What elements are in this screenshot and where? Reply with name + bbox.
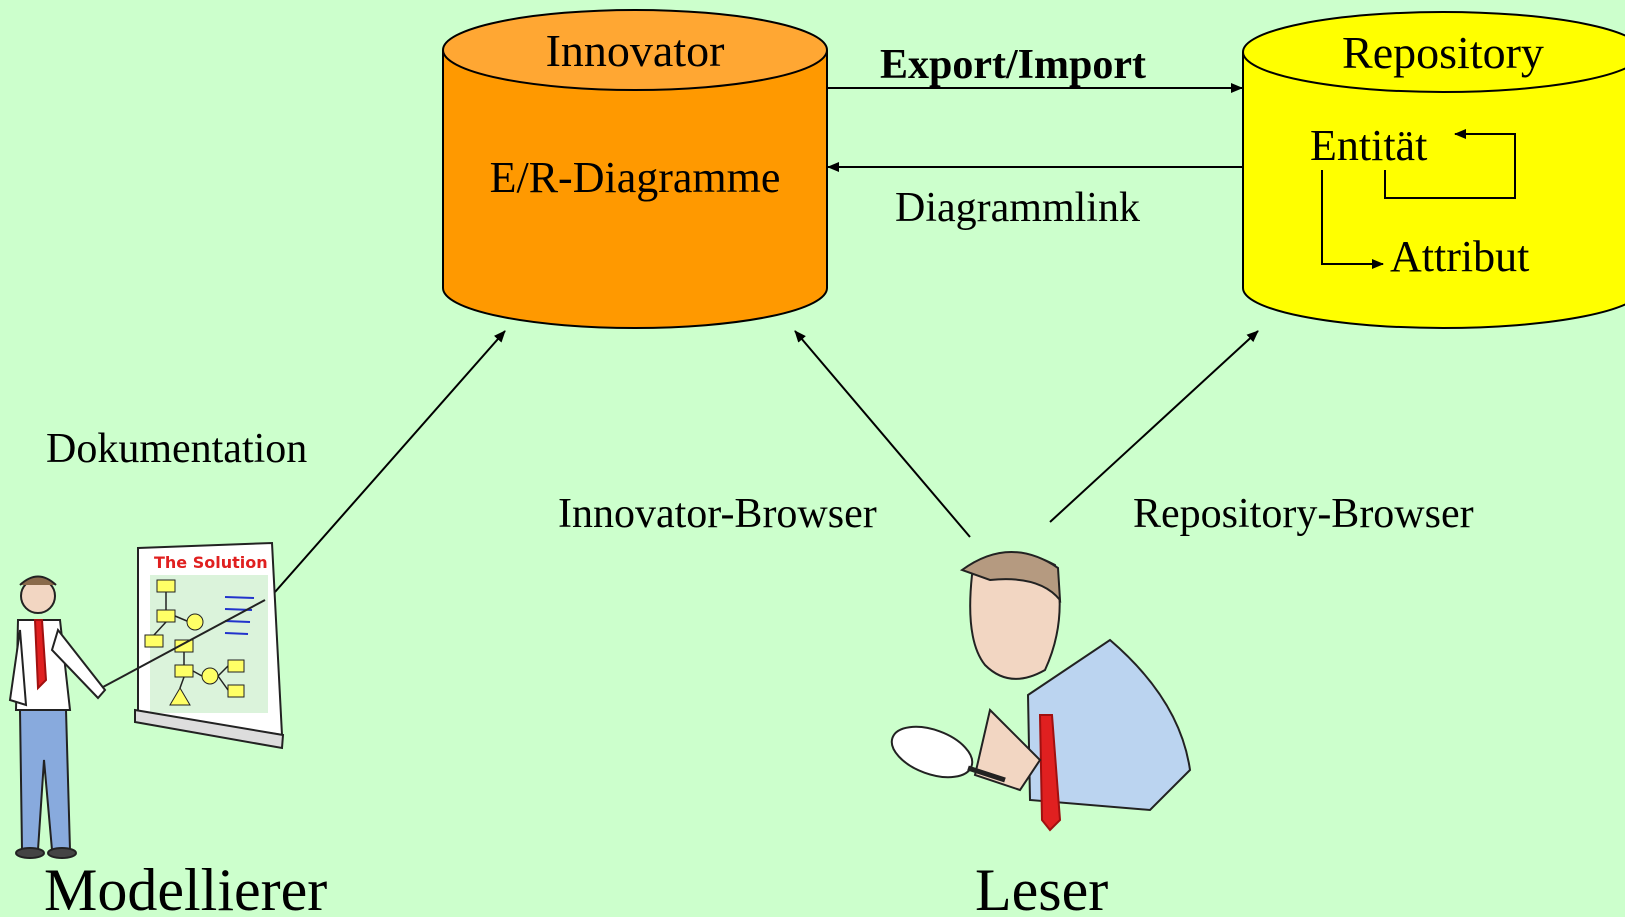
innovator-title: Innovator: [545, 25, 725, 76]
innovator-content: E/R-Diagramme: [489, 153, 781, 202]
documentation-arrow: [274, 330, 506, 593]
modeler-label: Modellierer: [44, 857, 328, 917]
modeler-figure: [8, 575, 107, 859]
repository-browser-label: Repository-Browser: [1133, 491, 1474, 537]
repository-attribute: Attribut: [1390, 232, 1530, 281]
repository-entity: Entität: [1310, 121, 1428, 170]
repository-browser-arrow: [1049, 330, 1259, 523]
repository-cylinder: [1242, 11, 1625, 329]
documentation-label: Dokumentation: [46, 426, 308, 472]
export-import-label: Export/Import: [880, 42, 1146, 88]
reader-figure: [890, 551, 1192, 832]
entity-self-loop: [1384, 129, 1516, 199]
reader-label: Leser: [975, 857, 1109, 917]
flipchart-title: The Solution: [154, 553, 268, 572]
entity-attribute-connector: [1321, 170, 1384, 269]
innovator-cylinder: [442, 9, 828, 329]
flipchart-illustration: [102, 541, 285, 750]
innovator-browser-arrow: [794, 330, 971, 538]
diagram-link-label: Diagrammlink: [895, 185, 1140, 231]
repository-title: Repository: [1342, 27, 1544, 78]
innovator-browser-label: Innovator-Browser: [558, 491, 877, 537]
